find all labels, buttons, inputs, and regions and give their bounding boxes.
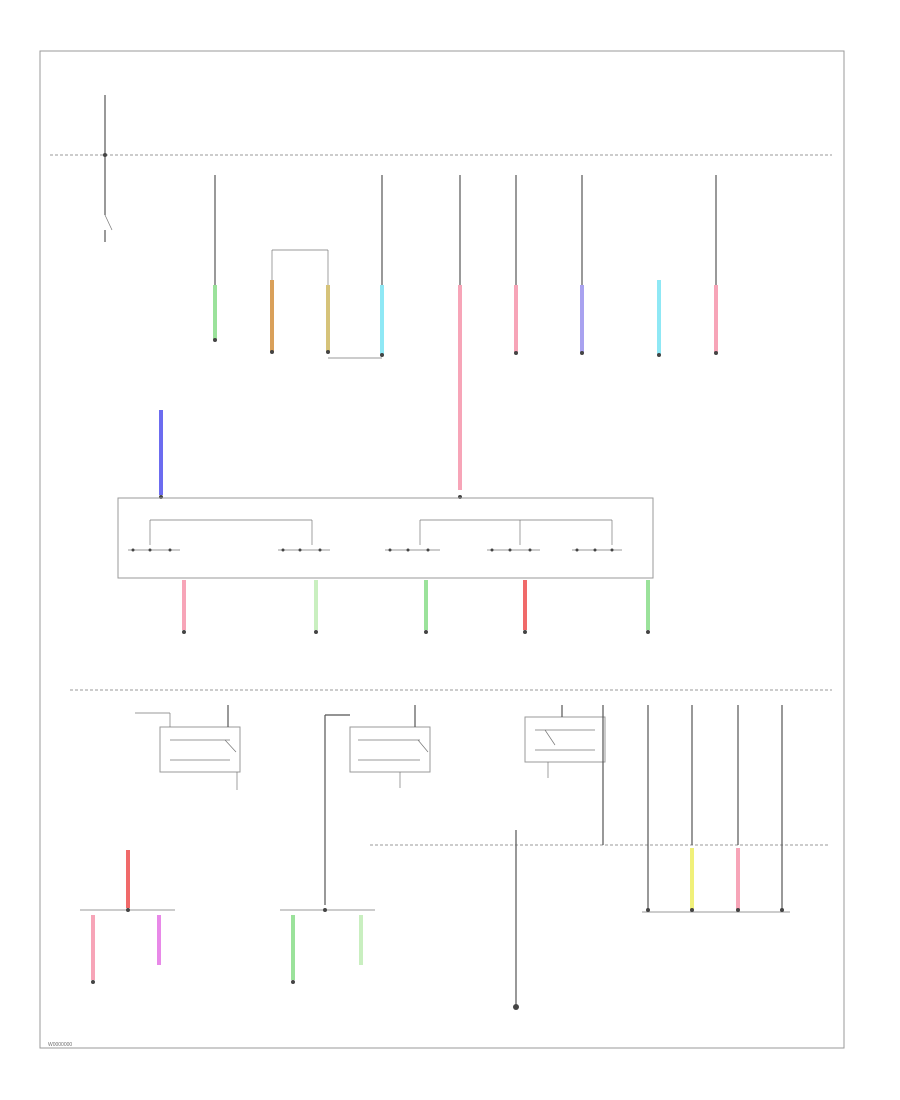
wire-magenta-lower (157, 915, 161, 965)
wire-green-1 (213, 285, 217, 340)
wire-yellow-1 (690, 848, 694, 910)
wire-lavender-1 (580, 285, 584, 353)
wire-pink-sw1 (182, 580, 186, 630)
wire-red-sw4 (523, 580, 527, 630)
wire-cyan-2 (657, 280, 661, 355)
wire-pink-3 (714, 285, 718, 353)
wire-pink-4 (736, 848, 740, 910)
diagram-frame (39, 50, 845, 1049)
lower-fuse-drops (642, 705, 790, 913)
wire-pink-2 (514, 285, 518, 353)
upper-fuse-drops (214, 175, 717, 359)
ignition-switch-box (117, 497, 654, 579)
main-feed (103, 95, 113, 242)
ground-symbol (513, 1004, 519, 1010)
wire-red-lower (126, 850, 130, 908)
switch-output-wires (182, 580, 650, 634)
relay-middle (324, 705, 431, 905)
wire-tan-1 (326, 285, 330, 352)
wire-green-sw2 (314, 580, 318, 630)
wire-orange-1 (270, 280, 274, 352)
wire-green-lower (291, 915, 295, 980)
upper-colored-wires (159, 280, 718, 495)
wire-cyan-1 (380, 285, 384, 355)
wire-green-sw3 (424, 580, 428, 630)
page-code: W0000000 (48, 1042, 72, 1048)
lower-left-connectors (80, 850, 375, 984)
relay-right (515, 705, 606, 1005)
wire-blue-1 (159, 410, 163, 495)
wire-pink-lower (91, 915, 95, 980)
wire-pink-main (458, 285, 462, 490)
wire-lightgreen-lower (359, 915, 363, 965)
relay-left (135, 705, 241, 790)
wire-green-sw5 (646, 580, 650, 630)
upper-terminal-nodes (159, 338, 718, 499)
